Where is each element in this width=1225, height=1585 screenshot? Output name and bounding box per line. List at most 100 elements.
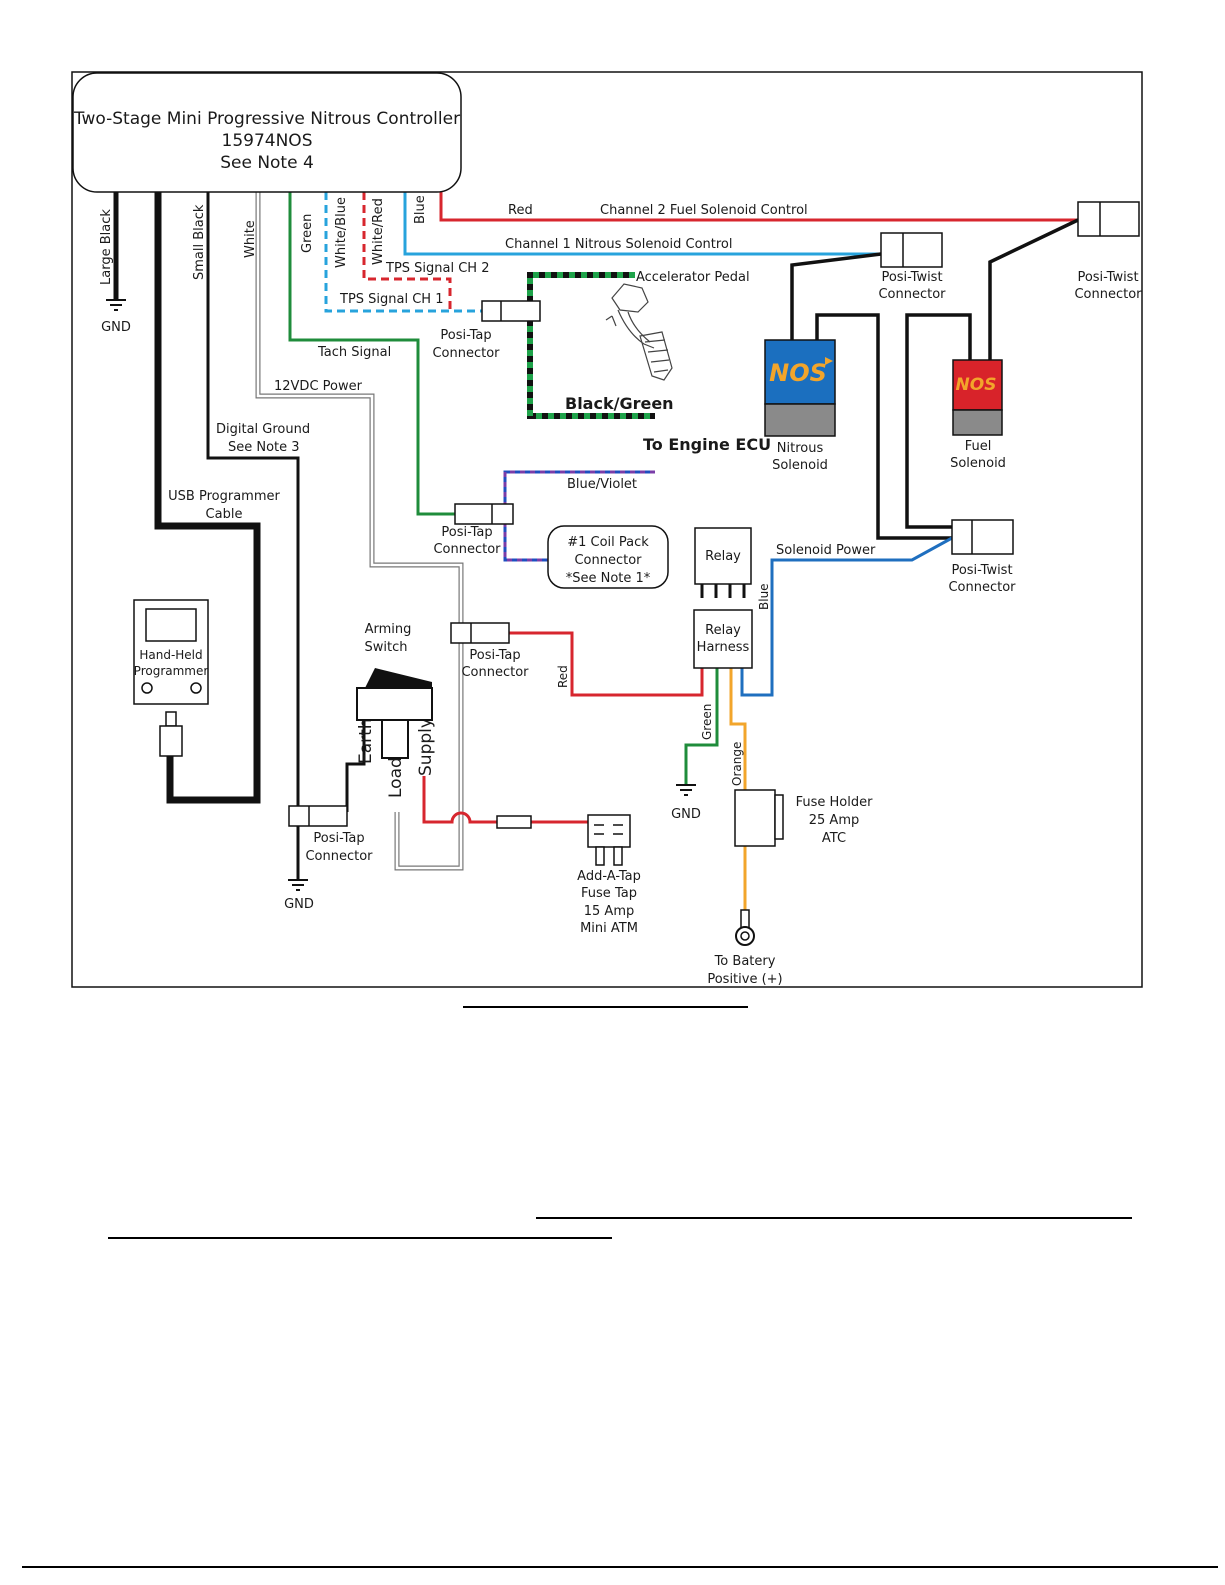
relay-harness [693, 609, 753, 669]
posi-tap-tps-label-2: Connector [432, 346, 500, 361]
nitrous-nos-logo: NOS [769, 359, 827, 387]
posi-tap-tach-label-2: Connector [433, 542, 501, 557]
caption-underline [463, 1006, 748, 1008]
relay-orange-label: Orange [730, 742, 744, 786]
controller-box [72, 72, 462, 193]
tps-ch2-label: TPS Signal CH 2 [385, 261, 490, 276]
controller-part-number: 15974NOS [222, 131, 313, 151]
ch2-fuel-label: Channel 2 Fuel Solenoid Control [600, 203, 808, 218]
posi-tap-tach [454, 503, 514, 525]
battery-label-2: Positive (+) [707, 972, 782, 987]
ground-symbol-digital [288, 879, 308, 891]
fuse-tap-label-4: Mini ATM [580, 921, 638, 936]
blue-ch1-nitrous-wire [403, 192, 881, 256]
posi-tap-ground-label-1: Posi-Tap [313, 831, 364, 846]
see-note-3-label: See Note 3 [228, 440, 300, 455]
usb-cable-label-2: Cable [206, 507, 243, 522]
red-ch2-fuel-wire [439, 192, 1078, 222]
ch1-nitrous-label: Channel 1 Nitrous Solenoid Control [505, 237, 733, 252]
posi-twist-fuel-label-2: Connector [1074, 287, 1142, 302]
coil-pack-connector [547, 525, 669, 589]
relay-green-label: Green [700, 704, 714, 740]
relay-label: Relay [705, 549, 741, 564]
red-label: Red [508, 203, 533, 218]
power-12v-label: 12VDC Power [274, 379, 363, 394]
digital-ground-label: Digital Ground [216, 422, 310, 437]
engine-ecu-label: To Engine ECU [643, 435, 771, 454]
digital-ground-wire [206, 192, 300, 880]
hand-held-programmer [133, 599, 209, 757]
white-red-label: White/Red [371, 198, 386, 265]
relay [694, 527, 752, 598]
blue-label: Blue [413, 195, 428, 224]
arming-switch-label-2: Switch [365, 640, 408, 655]
accelerator-label: Accelerator Pedal [636, 270, 750, 285]
posi-tap-ground [288, 805, 348, 827]
battery-label-1: To Batery [714, 954, 776, 969]
supply-label: Supply [416, 718, 436, 776]
white-12vdc-wire-inner [256, 192, 463, 870]
battery-ring-terminal [735, 909, 755, 946]
nitrous-solenoid-label-1: Nitrous [777, 441, 824, 456]
green-label: Green [300, 214, 315, 253]
nitrous-solenoid-black-wire [790, 252, 882, 340]
white-blue-label: White/Blue [334, 197, 349, 268]
arming-earth-wire [345, 720, 366, 812]
load-label: Load [386, 757, 406, 798]
text-underline-1 [536, 1217, 1132, 1219]
fuel-solenoid-label-1: Fuel [965, 439, 992, 454]
coil-pack-label-1: #1 Coil Pack [567, 535, 649, 550]
black-green-wire-stripe [527, 272, 655, 419]
solenoid-power-label: Solenoid Power [776, 543, 876, 558]
posi-tap-tps [481, 300, 541, 322]
blue-violet-label: Blue/Violet [567, 477, 637, 492]
posi-twist-nitrous-label-2: Connector [878, 287, 946, 302]
black-green-label: Black/Green [565, 394, 674, 413]
gnd-label-3: GND [671, 807, 701, 822]
relay-harness-label-2: Harness [697, 640, 750, 655]
relay-blue-label: Blue [757, 583, 771, 610]
usb-cable-label-1: USB Programmer [168, 489, 280, 504]
posi-twist-nitrous-label-1: Posi-Twist [881, 270, 942, 285]
posi-twist-solenoid-power [951, 519, 1014, 555]
relay-orange-wire [729, 668, 747, 790]
fuse-tap-label-2: Fuse Tap [581, 886, 637, 901]
coil-pack-label-3: *See Note 1* [566, 571, 651, 586]
white-red-tps-ch2-wire [362, 192, 452, 311]
posi-twist-fuel [1077, 201, 1140, 237]
relay-red-label: Red [556, 665, 570, 688]
programmer-label-2: Programmer [134, 664, 209, 678]
controller-note: See Note 4 [220, 153, 314, 173]
fuse-tap-label-3: 15 Amp [584, 904, 634, 919]
posi-tap-tps-label-1: Posi-Tap [440, 328, 491, 343]
add-a-tap-fuse-tap [587, 814, 631, 866]
posi-tap-ground-label-2: Connector [305, 849, 373, 864]
accelerator-pedal-icon [605, 283, 673, 381]
relay-harness-label-1: Relay [705, 623, 741, 638]
fuel-solenoid-return-wire [905, 313, 972, 529]
fuel-solenoid-label-2: Solenoid [950, 456, 1006, 471]
tps-ch1-label: TPS Signal CH 1 [339, 292, 444, 307]
fuse-holder-label-2: 25 Amp [809, 813, 859, 828]
gnd-label-1: GND [101, 320, 131, 335]
large-black-label: Large Black [99, 209, 114, 285]
relay-green-wire [684, 668, 719, 785]
tach-label: Tach Signal [317, 345, 391, 360]
fuse-holder-label-3: ATC [822, 831, 846, 846]
posi-tap-power-label-1: Posi-Tap [469, 648, 520, 663]
white-blue-tps-ch1-wire [324, 192, 482, 313]
gnd-label-2: GND [284, 897, 314, 912]
posi-twist-power-label-2: Connector [948, 580, 1016, 595]
white-label: White [243, 220, 258, 258]
relay-red-wire [509, 631, 704, 697]
footer-rule [22, 1566, 1218, 1568]
ground-symbol-large-black [106, 299, 126, 311]
posi-tap-power [450, 622, 510, 644]
posi-twist-nitrous [880, 232, 943, 268]
posi-tap-power-label-2: Connector [461, 665, 529, 680]
fuel-solenoid-black-wire [988, 218, 1079, 360]
fuse-tap-label-1: Add-A-Tap [577, 869, 641, 884]
usb-programmer-cable-wire [154, 192, 261, 804]
fuse-holder [734, 789, 784, 847]
